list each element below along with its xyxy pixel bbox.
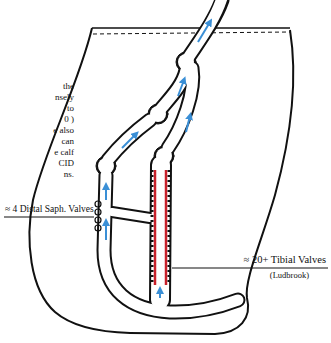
flow-arrows <box>106 22 210 298</box>
leg-outline <box>29 28 293 334</box>
paragraph-fragment: e also <box>53 126 74 136</box>
paragraph-fragment: e calf <box>54 148 74 158</box>
leader-line <box>172 267 328 268</box>
paragraph-fragment: CID <box>59 159 75 169</box>
paragraph-fragment: the <box>63 82 74 92</box>
callout-label: ≈ 4 Distal Saph. Valves <box>5 204 94 214</box>
stocking-band <box>93 32 290 34</box>
callout-label: (Ludbrook) <box>270 271 309 280</box>
vein-outline <box>96 0 238 312</box>
vein-lumen <box>98 0 238 312</box>
callout-label: ≈ 20+ Tibial Valves <box>244 254 326 266</box>
tibial-valves <box>152 170 169 285</box>
paragraph-fragment: nsely <box>55 93 74 103</box>
saphenous-valves <box>95 201 101 231</box>
leader-line <box>4 216 94 217</box>
paragraph-fragment: ns. <box>64 170 74 180</box>
paragraph-fragment: 0 ) <box>64 115 74 125</box>
paragraph-fragment: can <box>62 137 75 147</box>
stocking-top <box>92 27 290 29</box>
paragraph-fragment: to <box>67 104 74 114</box>
